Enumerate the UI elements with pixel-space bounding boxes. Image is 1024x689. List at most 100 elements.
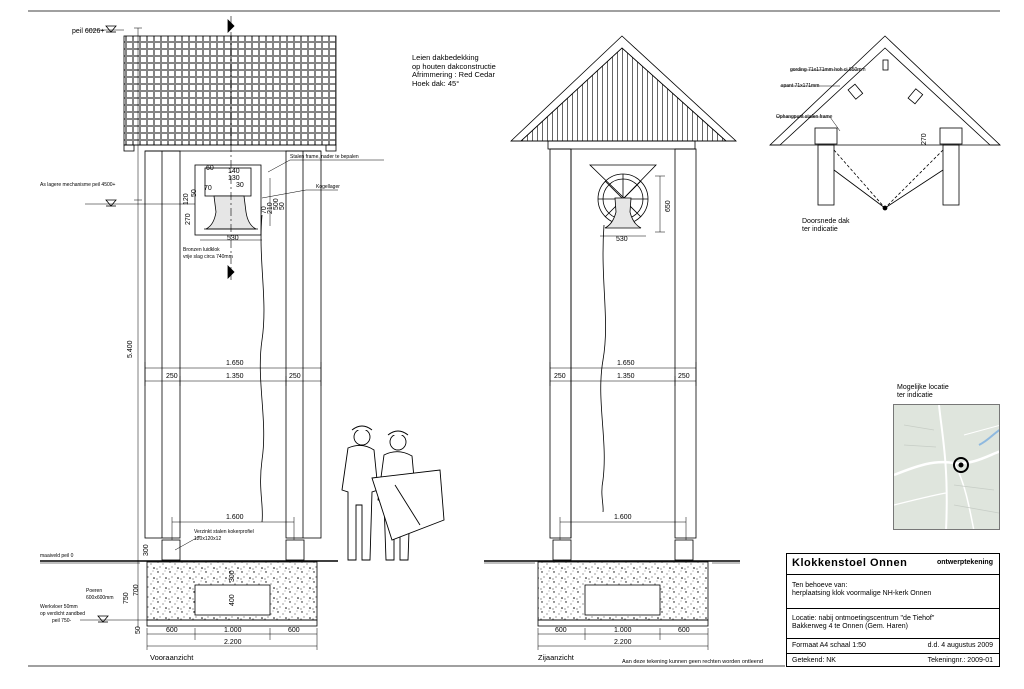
dim-bell-c: 50 (191, 189, 198, 197)
dim-bell-k: 70 (261, 206, 268, 214)
map-note-line: Mogelijke locatie (897, 384, 949, 391)
drawing-number: Tekeningnr.: 2009-01 (927, 657, 993, 664)
sand-note: Werkvloer 50mm op verdicht zandbed (40, 604, 85, 618)
sand-note-line: op verdicht zandbed (40, 611, 86, 617)
front-bell-frame (194, 164, 262, 236)
side-post-right (674, 148, 697, 539)
side-roof (519, 47, 728, 142)
dim-post-left-front: 250 (166, 373, 178, 380)
dim-bell-width-front: 530 (227, 235, 239, 242)
dim-foot-right-side: 600 (678, 627, 690, 634)
purlin-note: gording 71x171mm hoh ci 650mm (790, 67, 866, 73)
bearing-note: Kogellager (316, 184, 340, 190)
hanging-note: Ophangpunt stalen frame (776, 114, 833, 120)
side-bell (604, 197, 642, 229)
title-row: Klokkenstoel Onnen ontwerptekening (787, 554, 999, 574)
location-map (893, 404, 1000, 530)
front-view-label: Vooraanzicht (150, 653, 194, 662)
dim-found-plinth: 300 (229, 570, 236, 582)
dim-height-total: 5.400 (127, 340, 134, 358)
client-row: Ten behoeve van: herplaatsing klok voorm… (787, 574, 999, 608)
dim-bell-i: 500 (273, 198, 280, 210)
dim-foot-mid-side: 1.000 (614, 627, 632, 634)
dim-truss: 270 (921, 133, 928, 145)
dim-bell-b: 70 (204, 185, 212, 192)
client-value: herplaatsing klok voormalige NH-kerk Onn… (792, 590, 932, 597)
dim-foot-right-front: 600 (288, 627, 300, 634)
dim-bell-height-side: 650 (665, 200, 672, 212)
bell-note: Bronzen luidklok vrije slag circa 740mm (183, 247, 233, 261)
dimension-labels: peil 6026+ As lagere mechanisme peil 450… (40, 28, 928, 646)
side-post-left (549, 148, 572, 539)
dim-base-front: 2.200 (224, 639, 242, 646)
date-value: d.d. 4 augustus 2009 (927, 642, 993, 649)
dim-bell-l: 210 (267, 202, 274, 214)
client-label: Ten behoeve van: (792, 582, 848, 589)
roof-note-line: Leien dakbedekking (412, 53, 479, 62)
footing-note: Verzinkt stalen kokerprofiel 120x120x12 (194, 529, 254, 543)
frame-note: Stalen frame, nader te bepalen (290, 154, 359, 160)
dim-found-bottom: 50 (135, 626, 142, 634)
dim-lower-front: 1.600 (226, 514, 244, 521)
drawn-row: Getekend: NK Tekeningnr.: 2009-01 (787, 653, 999, 667)
dim-inner-side: 1.350 (617, 373, 635, 380)
dim-post-right-front: 250 (289, 373, 301, 380)
dim-foot-left-side: 600 (555, 627, 567, 634)
footing-note-line: 120x120x12 (194, 536, 222, 542)
dim-found-inner: 400 (229, 594, 236, 606)
drawing-kind: ontwerptekening (936, 559, 993, 566)
dim-bell-h: 30 (236, 182, 244, 189)
section-note-line: ter indicatie (802, 226, 838, 233)
dim-bell-e: 130 (228, 175, 240, 182)
front-roof (123, 35, 337, 146)
dim-found-top: 300 (143, 544, 150, 556)
dim-inner-front: 1.350 (226, 373, 244, 380)
roof-note-line: op houten dakconstructie (412, 61, 496, 71)
dim-base-side: 2.200 (614, 639, 632, 646)
dim-bell-f: 270 (185, 213, 192, 225)
dim-found-depth-b: 700 (133, 584, 140, 596)
roof-note-line: Hoek dak: 45° (412, 78, 460, 88)
posts-note: Poeren 600x600mm (86, 588, 114, 602)
posts-note-line: 600x600mm (86, 595, 114, 601)
dim-bell-width-side: 530 (616, 236, 628, 243)
level-top: peil 6026+ (72, 28, 105, 35)
drawn-by: Getekend: NK (792, 657, 836, 664)
title-block: Klokkenstoel Onnen ontwerptekening Ten b… (786, 553, 1000, 667)
dim-bell-g: 120 (183, 193, 190, 205)
dim-foot-mid-front: 1.000 (224, 627, 242, 634)
roof-note-line: Afrimmering : Red Cedar (412, 70, 495, 79)
bell-note-line: vrije slag circa 740mm (183, 254, 233, 260)
sand-note-line: Werkvloer 50mm (40, 604, 78, 610)
location-line-2: Bakkerweg 4 te Onnen (Gem. Haren) (792, 623, 908, 630)
roof-section (768, 35, 1002, 211)
side-view (484, 35, 740, 650)
dim-bell-a: 60 (206, 165, 214, 172)
level-ground: maaiveld peil 0 (40, 553, 74, 559)
format-value: Formaat A4 schaal 1:50 (792, 642, 866, 649)
dim-outer-front: 1.650 (226, 360, 244, 367)
dim-bell-d: 140 (228, 168, 240, 175)
dim-foot-left-front: 600 (166, 627, 178, 634)
section-note: Doorsnede dak ter indicatie (802, 218, 849, 234)
map-note-line: ter indicatie (897, 392, 933, 399)
dim-outer-side: 1.650 (617, 360, 635, 367)
location-line-1: Locatie: nabij ontmoetingscentrum "de Ti… (792, 615, 935, 622)
dim-bell-j: 50 (279, 202, 286, 210)
level-axis: As lagere mechanisme peil 4500+ (40, 182, 116, 188)
front-post-left (144, 150, 181, 539)
dim-lower-side: 1.600 (614, 514, 632, 521)
bell-note-line: Bronzen luidklok (183, 247, 220, 253)
rafter-note: spant 71x171mm (781, 83, 820, 89)
map-note: Mogelijke locatie ter indicatie (897, 384, 949, 400)
dim-found-depth: 750 (123, 592, 130, 604)
level-bottom: peil 750- (52, 618, 72, 624)
map-svg (894, 405, 999, 529)
posts-note-line: Poeren (86, 588, 103, 594)
roof-note: Leien dakbedekking op houten dakconstruc… (412, 53, 496, 88)
people-figures (341, 425, 445, 561)
format-row: Formaat A4 schaal 1:50 d.d. 4 augustus 2… (787, 638, 999, 653)
dim-post-left-side: 250 (554, 373, 566, 380)
footing-note-line: Verzinkt stalen kokerprofiel (194, 529, 254, 535)
